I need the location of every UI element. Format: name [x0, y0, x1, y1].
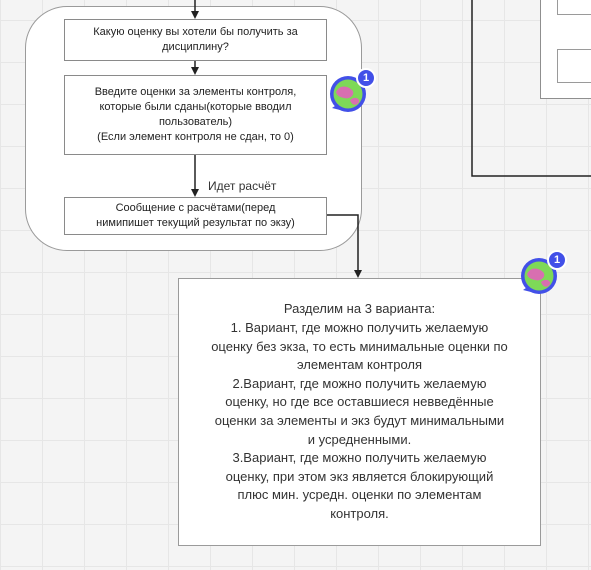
result-variants-text: Разделим на 3 варианта: 1. Вариант, где …: [211, 301, 508, 521]
comment-avatar-icon: [521, 258, 557, 294]
flow-step-enter-grades-text: Введите оценки за элементы контроля, кот…: [94, 86, 297, 143]
comment-count-badge: 1: [356, 68, 376, 88]
flow-step-desired-grade[interactable]: Какую оценку вы хотели бы получить за ди…: [64, 19, 327, 61]
connector-step3-result: [326, 214, 362, 278]
partial-frame-right[interactable]: [540, 0, 591, 99]
partial-box-middle[interactable]: [557, 49, 591, 83]
result-variants-box[interactable]: Разделим на 3 варианта: 1. Вариант, где …: [178, 278, 541, 546]
connector-label: Идет расчёт: [208, 179, 277, 193]
flow-step-enter-grades[interactable]: Введите оценки за элементы контроля, кот…: [64, 75, 327, 155]
partial-box-top[interactable]: [557, 0, 591, 15]
flow-step-calculation-message-text: Сообщение с расчётами(перед нимипишет те…: [96, 202, 295, 229]
flow-step-desired-grade-text: Какую оценку вы хотели бы получить за ди…: [93, 26, 298, 53]
flow-step-calculation-message[interactable]: Сообщение с расчётами(перед нимипишет те…: [64, 197, 327, 235]
connector-right-frame: [471, 0, 591, 177]
comment-count-badge: 1: [547, 250, 567, 270]
comment-avatar-icon: [330, 76, 366, 112]
comment-thread-1[interactable]: 1: [328, 68, 376, 116]
comment-thread-2[interactable]: 1: [519, 250, 567, 298]
